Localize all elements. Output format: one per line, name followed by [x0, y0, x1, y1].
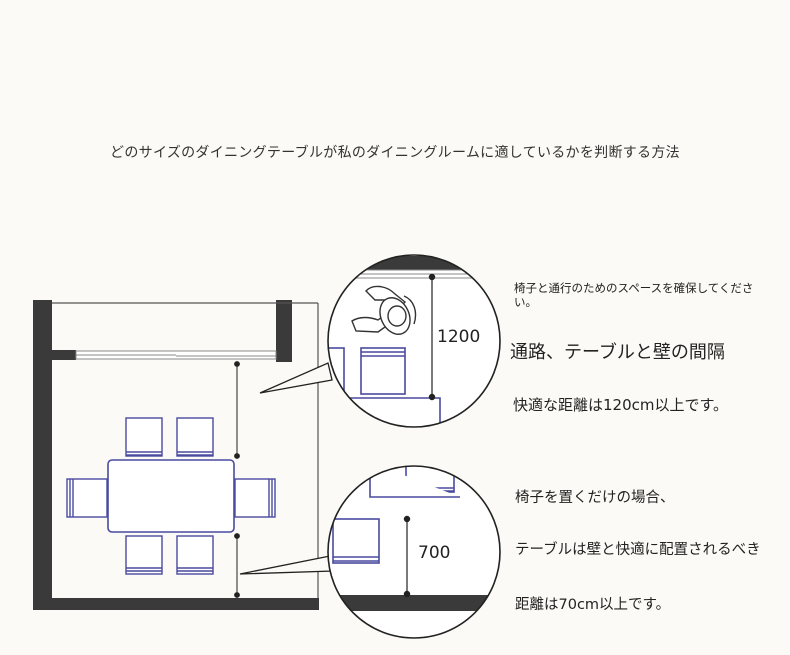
chair-bottom-right — [176, 535, 214, 575]
chair-top-left — [125, 417, 163, 457]
chair-left — [66, 478, 108, 518]
dining-table — [107, 459, 235, 533]
dimension-lines — [234, 361, 240, 598]
chair-top-right — [176, 417, 214, 457]
window — [75, 350, 277, 360]
callout-top-note: 椅子と通行のためのスペースを確保してください。 — [514, 281, 754, 309]
dimension-label-1200: 1200 — [437, 327, 480, 347]
callout-bottom: 700 — [239, 465, 501, 639]
callout-bottom-line3: 距離は70cm以上です。 — [515, 597, 671, 613]
callout-top-heading: 通路、テーブルと壁の間隔 — [510, 342, 725, 363]
chairs — [66, 417, 276, 575]
page-title: どのサイズのダイニングテーブルが私のダイニングルームに適しているかを判断する方法 — [110, 145, 680, 161]
person-icon — [351, 285, 417, 335]
chair-bottom-left — [125, 535, 163, 575]
room-walls — [33, 300, 319, 610]
callout-top: 1200 — [259, 254, 501, 428]
callout-top-body: 快適な距離は120cm以上です。 — [513, 396, 728, 414]
dimension-label-700: 700 — [418, 543, 450, 563]
callout-bottom-line2: テーブルは壁と快適に配置されるべき — [515, 542, 761, 558]
callout-bottom-line1: 椅子を置くだけの場合、 — [515, 490, 675, 506]
chair-right — [234, 478, 276, 518]
